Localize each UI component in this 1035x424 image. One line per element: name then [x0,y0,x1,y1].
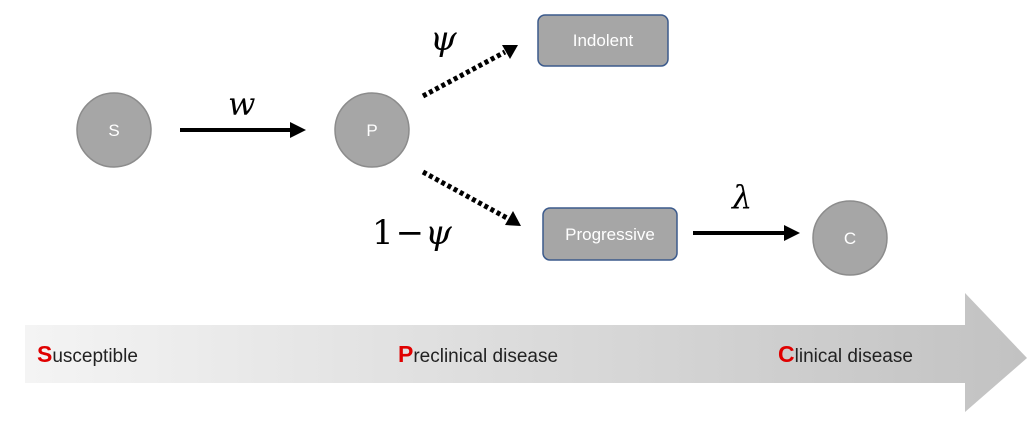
arrow-s-to-p [180,122,306,138]
rate-lambda-label: λ [730,178,752,216]
timeline-preclinical-initial: P [398,341,413,367]
timeline-susceptible: Susceptible [37,341,138,367]
box-indolent: Indolent [537,14,669,67]
timeline-clinical-rest: linical disease [795,346,913,367]
node-susceptible: S [76,92,152,168]
box-progressive: Progressive [542,207,678,261]
prob-one-minus-psi-label: 1−ψ [372,213,452,253]
timeline-susceptible-rest: usceptible [52,346,138,367]
box-indolent-label: Indolent [573,31,634,50]
timeline-clinical-initial: C [778,341,795,367]
timeline-preclinical-rest: reclinical disease [413,346,558,367]
node-susceptible-label: S [108,121,119,140]
timeline-susceptible-initial: S [37,341,52,367]
timeline-preclinical: Preclinical disease [398,341,558,367]
node-clinical: C [812,200,888,276]
prob-psi-label: ψ [430,19,457,59]
timeline-clinical: Clinical disease [778,341,913,367]
timeline-arrow [25,293,1027,412]
arrow-p-to-indolent [421,45,518,99]
arrow-p-to-progressive [421,169,521,226]
box-progressive-label: Progressive [565,225,655,244]
node-preclinical-label: P [366,121,377,140]
rate-w-label: w [228,85,255,123]
node-preclinical: P [334,92,410,168]
node-clinical-label: C [844,229,856,248]
arrow-progressive-to-c [693,225,800,241]
